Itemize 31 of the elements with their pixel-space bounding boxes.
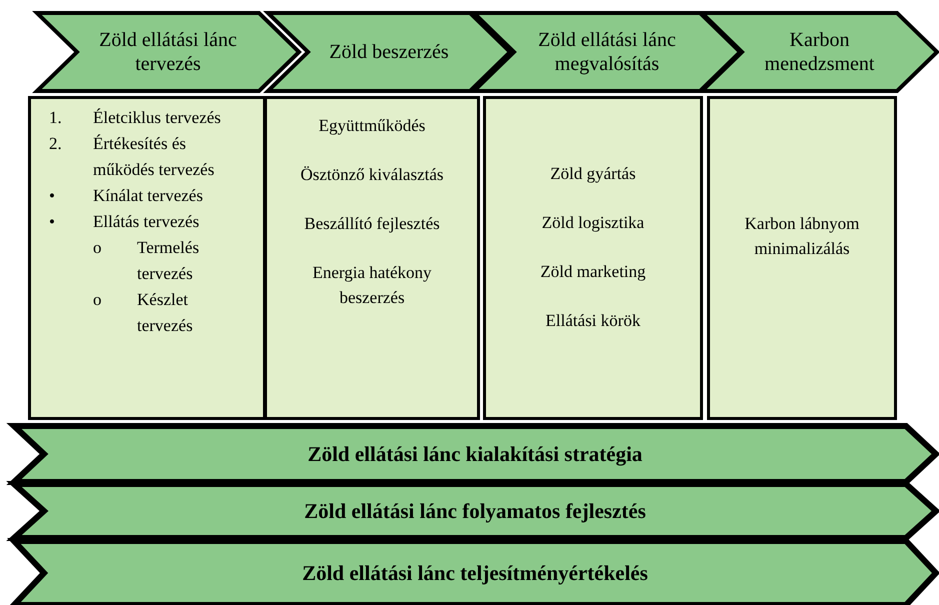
list-marker: 1. [49,107,63,129]
panel-item: Ellátási körök [546,310,640,332]
list-item-text: Ellátás tervezés [93,211,200,233]
panel-item: Karbon lábnyom minimalizálás [744,213,860,260]
list-marker: • [49,211,56,233]
step-label: Zöld ellátási lánc megvalósítás [538,29,676,75]
band-label: Zöld ellátási lánc teljesítményértékelés [302,560,648,584]
panel-item: Beszállító fejlesztés [304,213,440,235]
content-panel [707,96,897,420]
content-panel [483,96,703,420]
list-marker: 2. [49,133,63,155]
panel-item: Ösztönző kiválasztás [300,164,444,186]
list-item-text: Készlet tervezés [137,289,194,337]
content-panel [28,96,266,420]
list-marker: o [93,237,102,259]
panel-item: Energia hatékony beszerzés [311,262,433,309]
step-label: Karbon menedzsment [764,29,874,75]
step-label: Zöld ellátási lánc tervezés [99,29,237,75]
band-label: Zöld ellátási lánc kialakítási stratégia [308,442,642,466]
list-item-text: Termelés tervezés [137,237,200,285]
panel-item: Együttműködés [318,115,426,137]
band-label: Zöld ellátási lánc folyamatos fejlesztés [304,498,646,522]
panel-item: Zöld marketing [540,261,646,283]
list-marker: o [93,289,102,311]
panel-item: Zöld logisztika [542,212,644,234]
list-item-text: Értékesítés és működés tervezés [93,133,216,181]
list-item-text: Életciklus tervezés [93,107,222,129]
panel-item: Zöld gyártás [550,163,636,185]
list-item-text: Kínálat tervezés [93,185,204,207]
list-marker: • [49,185,56,207]
content-panel [264,96,480,420]
